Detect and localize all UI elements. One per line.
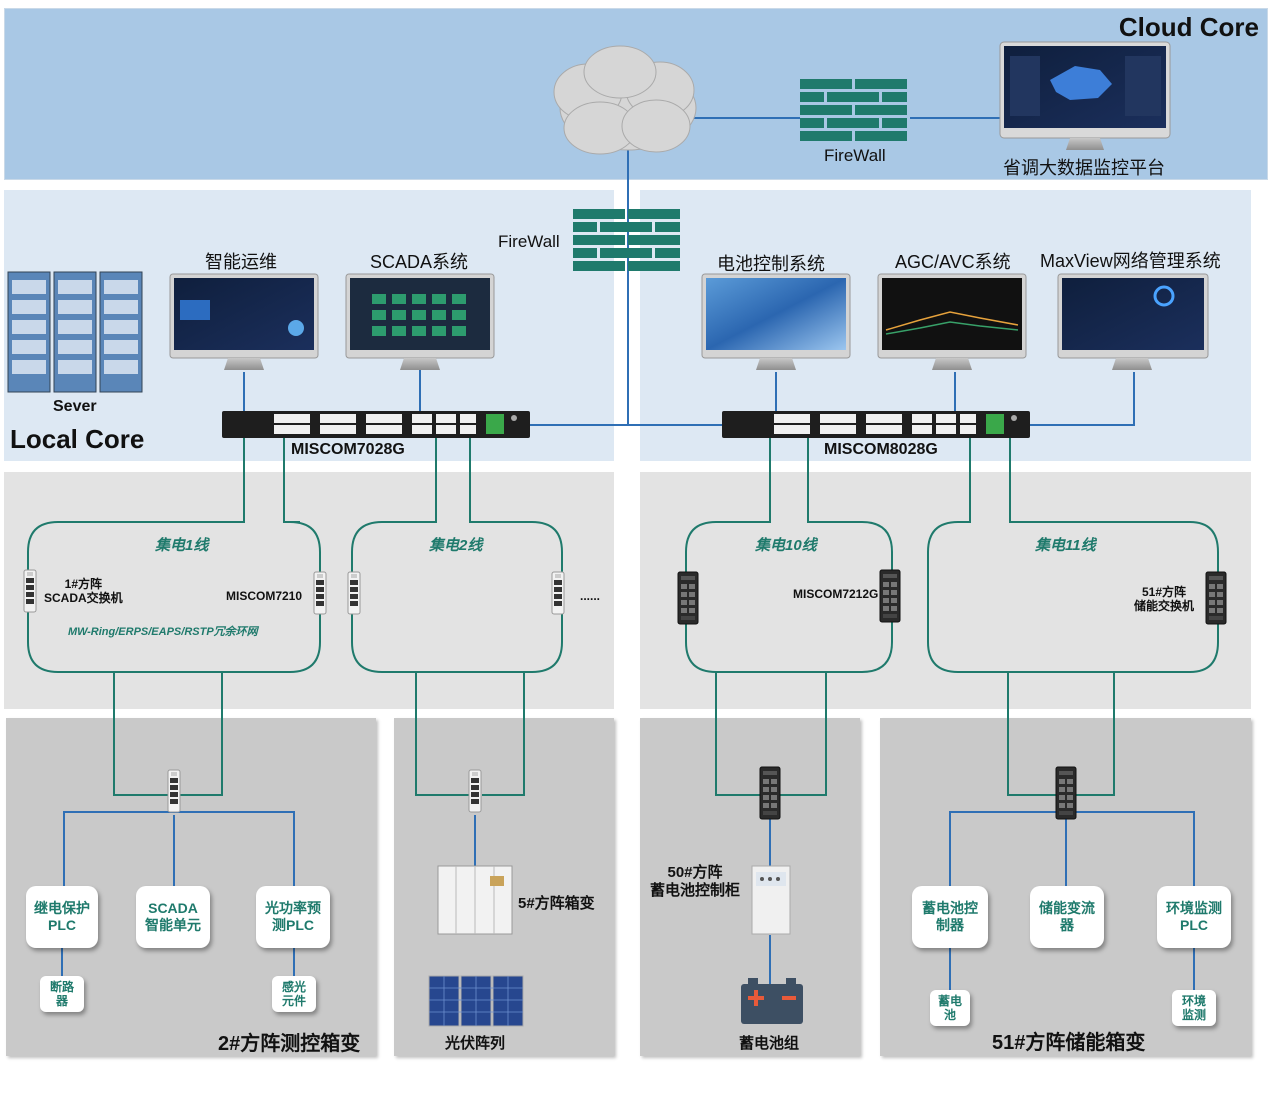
miscom7210-label: MISCOM7210 — [226, 589, 303, 603]
battery-controller: 蓄电池控 制器 — [912, 886, 988, 948]
light-sensor-box: 感光 元件 — [272, 976, 316, 1012]
cloud-firewall-icon — [800, 79, 907, 141]
big-data-platform-monitor-icon — [999, 41, 1171, 150]
relay-protection-plc: 继电保护 PLC — [26, 886, 98, 948]
miscom7212g-label: MISCOM7212G — [793, 587, 879, 601]
ring10-miscom7212g-icon — [879, 569, 901, 623]
miscom8028g-switch-icon — [722, 411, 1030, 438]
monitor-label-battery: 电池控制系统 — [717, 254, 825, 274]
monitor-label-ops: 智能运维 — [205, 252, 277, 272]
box50-switch-icon — [759, 766, 781, 820]
box5-switch-icon — [468, 769, 482, 813]
monitor-label-scada: SCADA系统 — [370, 252, 469, 272]
box51-title: 51#方阵储能箱变 — [992, 1032, 1146, 1054]
ops-monitor-icon — [169, 273, 319, 370]
box2-title: 2#方阵测控箱变 — [218, 1033, 361, 1055]
scada-switch-label: 1#方阵 SCADA交换机 — [44, 577, 123, 605]
local-firewall-icon — [573, 209, 680, 271]
server-label: Sever — [53, 398, 97, 415]
env-monitor-plc: 环境监测 PLC — [1157, 886, 1231, 948]
transformer-label: 5#方阵箱变 — [518, 895, 595, 912]
server-racks-icon — [7, 271, 143, 393]
pv-array-label: 光伏阵列 — [445, 1035, 506, 1052]
miscom7028g-label: MISCOM7028G — [291, 441, 405, 458]
redundancy-label: MW-Ring/ERPS/EAPS/RSTP冗余环网 — [68, 626, 258, 638]
field-links — [61, 811, 1195, 992]
battery-bank-label: 蓄电池组 — [739, 1035, 800, 1052]
ring-links — [27, 438, 1219, 796]
breaker-box: 断路 器 — [40, 976, 84, 1012]
ring1-scada-switch-icon — [23, 569, 37, 613]
line2-label: 集电2线 — [429, 537, 483, 554]
battery-control-monitor-icon — [701, 273, 851, 370]
line1-label: 集电1线 — [155, 537, 209, 554]
line11-label: 集电11线 — [1035, 537, 1096, 554]
local-core-title: Local Core — [10, 424, 145, 454]
miscom7028g-switch-icon — [222, 411, 530, 438]
agc-avc-monitor-icon — [877, 273, 1027, 370]
ring10-switch-left-icon — [677, 571, 699, 625]
cloud-firewall-label: FireWall — [824, 146, 886, 165]
env-monitor-box: 环境 监测 — [1172, 990, 1216, 1026]
transformer-cabinet-icon — [437, 865, 513, 935]
storage-switch-label: 51#方阵 储能交换机 — [1134, 585, 1195, 613]
platform-label: 省调大数据监控平台 — [1003, 158, 1165, 178]
battery-bank-icon — [741, 978, 803, 1024]
box2-switch-icon — [167, 769, 181, 813]
battery-box: 蓄电 池 — [930, 990, 970, 1026]
ring-left-zone — [4, 472, 614, 709]
battery-control-cabinet-icon — [751, 865, 791, 935]
scada-monitor-icon — [345, 273, 495, 370]
ring11-storage-switch-icon — [1205, 571, 1227, 625]
miscom8028g-label: MISCOM8028G — [824, 441, 938, 458]
ring2-switch-left-icon — [347, 571, 361, 615]
scada-smart-unit: SCADA 智能单元 — [136, 886, 210, 948]
power-forecast-plc: 光功率预 测PLC — [256, 886, 330, 948]
ellipsis-label: ...... — [580, 589, 601, 603]
energy-storage-converter: 储能变流 器 — [1030, 886, 1104, 948]
box51-switch-icon — [1055, 766, 1077, 820]
core-links — [243, 117, 1135, 426]
maxview-monitor-icon — [1057, 273, 1209, 370]
pv-array-icon — [428, 975, 524, 1027]
ring2-switch-right-icon — [551, 571, 565, 615]
ring1-miscom7210-icon — [313, 571, 327, 615]
local-firewall-label: FireWall — [498, 232, 560, 251]
monitor-label-agc: AGC/AVC系统 — [895, 252, 1011, 272]
line10-label: 集电10线 — [755, 537, 817, 554]
internet-cloud — [553, 45, 697, 155]
battery-cabinet-label: 50#方阵 蓄电池控制柜 — [650, 864, 741, 899]
cloud-core-title: Cloud Core — [1118, 12, 1259, 42]
monitor-label-maxview: MaxView网络管理系统 — [1040, 251, 1221, 271]
